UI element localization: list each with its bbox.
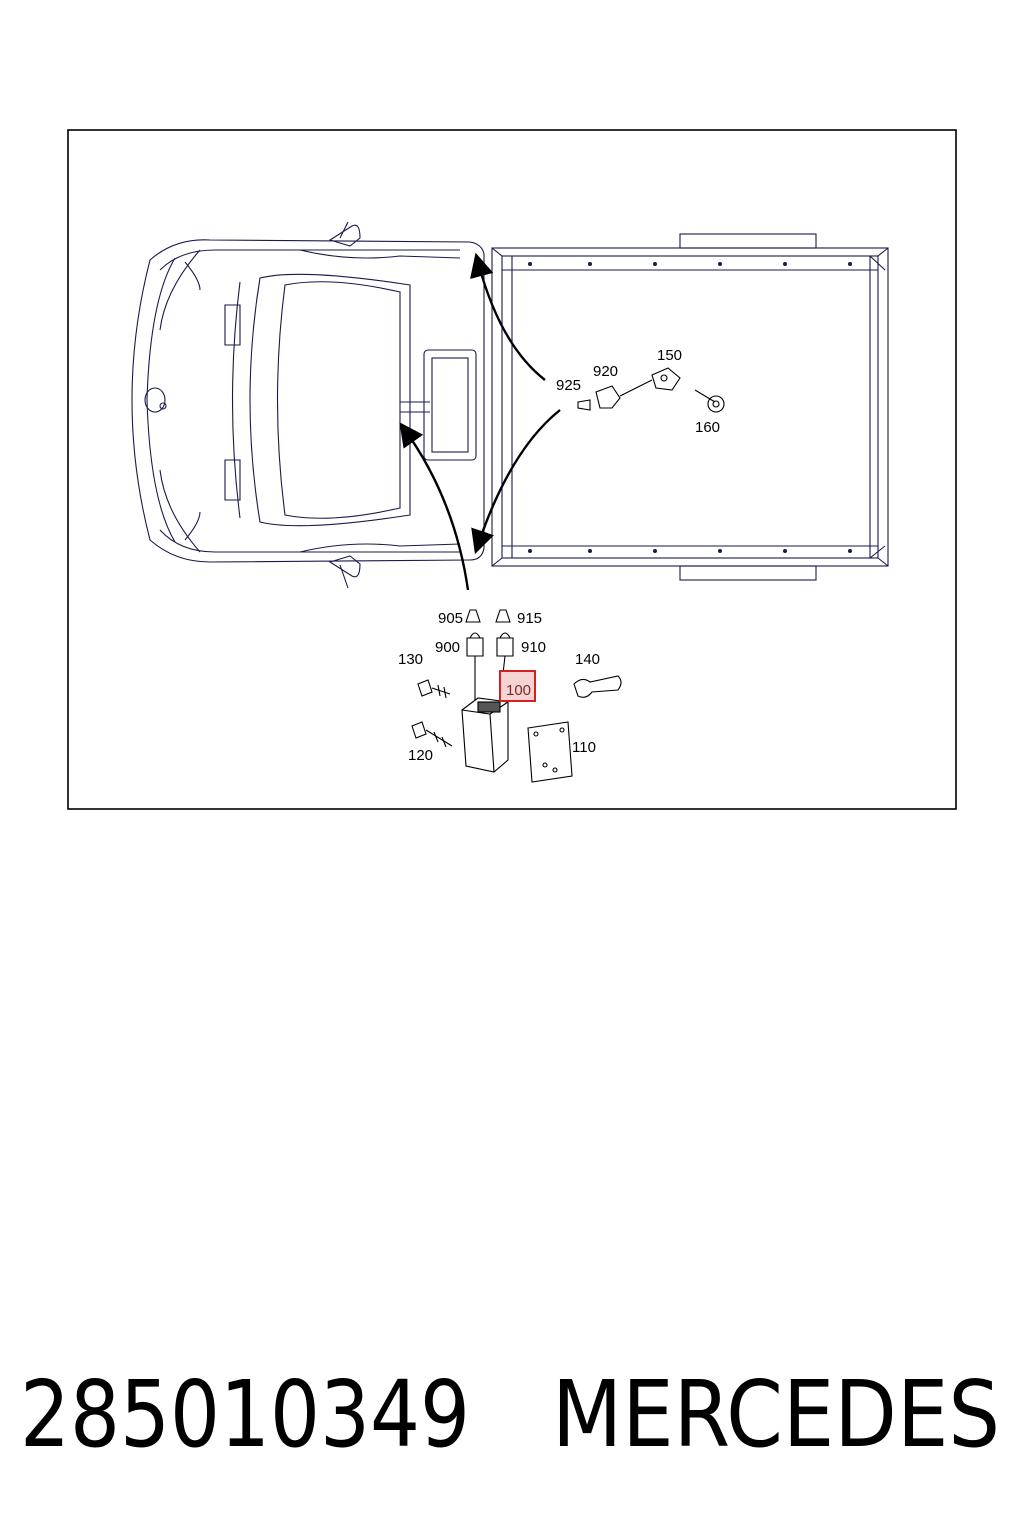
- callout-130: 130: [398, 651, 423, 668]
- callout-140: 140: [575, 651, 600, 668]
- vehicle-cab-outline: [131, 221, 485, 589]
- flatbed-outline: [491, 233, 889, 581]
- callout-915: 915: [517, 610, 542, 627]
- callout-150: 150: [657, 347, 682, 364]
- diagram-frame: [67, 129, 957, 810]
- parts-diagram: 150 920 925 160 905 915 900 910 130 140 …: [67, 129, 957, 810]
- callout-910: 910: [521, 639, 546, 656]
- sensor-assembly: [577, 367, 725, 413]
- callout-925: 925: [556, 377, 581, 394]
- callout-900: 900: [435, 639, 460, 656]
- callout-905: 905: [438, 610, 463, 627]
- callout-100: 100: [506, 682, 531, 699]
- callout-120: 120: [408, 747, 433, 764]
- callout-110: 110: [572, 739, 596, 756]
- pointer-arrows: [399, 252, 561, 591]
- highlight-box: [499, 670, 536, 702]
- brand-name: MERCEDES: [552, 1361, 1000, 1468]
- caption-bar: 285010349 MERCEDES: [20, 1361, 1000, 1468]
- callout-160: 160: [695, 419, 720, 436]
- part-number: 285010349: [20, 1361, 470, 1468]
- callout-920: 920: [593, 363, 618, 380]
